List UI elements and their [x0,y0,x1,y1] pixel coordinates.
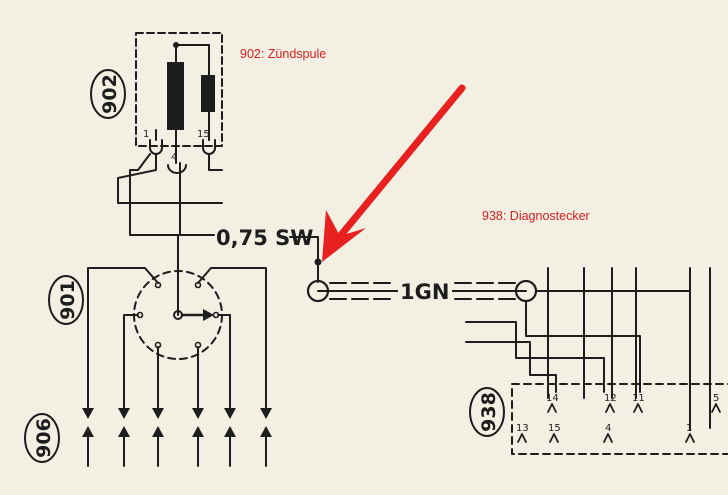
diagnostic-wiring: 14 12 11 5 13 15 4 1 [465,267,728,455]
signal-wire: 0,75 SW [179,162,322,283]
distributor-id-label: 901 [57,280,79,320]
diagnostic-plug-annotation: 938: Diagnostecker [482,209,590,223]
component-id-901: 901 [48,275,84,325]
coil-pin-label: 15 [197,129,210,140]
diag-pin-label: 4 [605,423,611,434]
ignition-coil-annotation: 902: Zündspule [240,47,327,61]
plug-id-label: 906 [33,418,55,458]
arrow-head-icon [322,210,366,262]
diag-pin-label: 11 [632,393,645,404]
diag-pin-label: 13 [516,423,529,434]
rotor-arrow [203,309,214,321]
coil-pin-label: 1 [143,129,149,140]
spark-plugs [82,408,272,467]
component-id-938: 938 [469,387,505,437]
distributor [87,234,267,409]
diagnostic-plug-housing [511,383,728,455]
spark-plug [192,408,204,467]
diag-pin-label: 12 [604,393,617,404]
coil-resistor [201,75,215,112]
diag-id-label: 938 [478,392,500,432]
coil-pin-label: 4 [171,152,177,163]
ignition-coil: 1 4 15 [117,32,223,236]
coil-winding-primary [167,62,184,130]
wire-label-gn: 1GN [400,280,449,304]
spark-plug [152,408,164,467]
spark-plug [260,408,272,467]
diag-pin-label: 15 [548,423,561,434]
diag-pin-label: 14 [546,393,559,404]
spark-plug [82,408,94,467]
component-id-902: 902 [90,69,126,119]
diag-pin-label: 5 [713,393,719,404]
diag-pin-label: 1 [686,423,692,434]
highlight-arrow [322,84,466,262]
shielded-cable: 1GN [306,279,549,304]
component-id-906: 906 [24,413,60,463]
coil-housing [135,32,223,147]
spark-plug [118,408,130,467]
spark-plug [224,408,236,467]
coil-id-label: 902 [99,74,121,114]
